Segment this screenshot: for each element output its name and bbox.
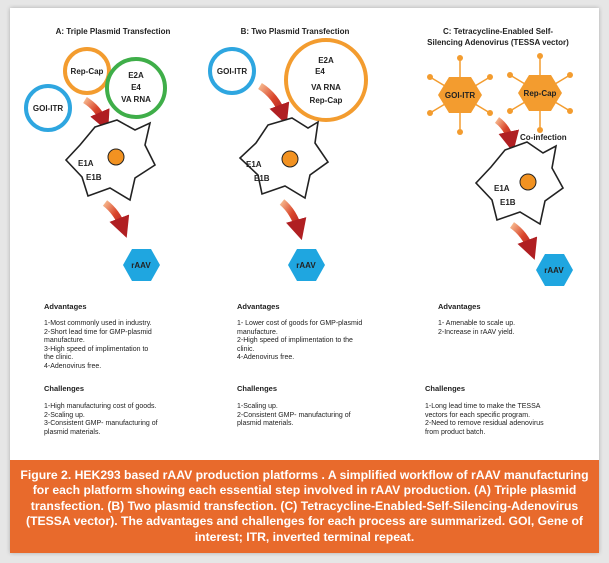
panel-b-repcap-label: Rep-Cap bbox=[310, 96, 343, 105]
panel-b-goi-label: GOI-ITR bbox=[217, 67, 247, 76]
panel-b-helper-plasmid: E2A E4 VA RNA Rep-Cap bbox=[284, 38, 368, 122]
list-item: 1- Amenable to scale up. bbox=[438, 320, 516, 327]
panel-c-title-line2: Silencing Adenovirus (TESSA vector) bbox=[427, 38, 569, 47]
list-item: 2-Scaling up. bbox=[44, 411, 85, 419]
list-item: vectors for each specific program. bbox=[425, 411, 531, 419]
list-item: 2-Need to remove residual adenovirus bbox=[425, 420, 544, 428]
panel-b-raav-label: rAAV bbox=[296, 261, 316, 270]
list-item: clinic. bbox=[237, 345, 255, 353]
panel-b-e4-label: E4 bbox=[315, 67, 325, 76]
panel-a-varna-label: VA RNA bbox=[121, 95, 151, 104]
panel-b-e1a-label: E1A bbox=[246, 160, 262, 169]
panel-a-challenges-list: 1-High manufacturing cost of goods. 2-Sc… bbox=[44, 403, 158, 437]
list-item: 3-High speed of implimentation to bbox=[44, 345, 149, 353]
list-item: manufacture. bbox=[237, 328, 278, 336]
panel-a-repcap-label: Rep-Cap bbox=[71, 67, 104, 76]
list-item: 1-Most commonly used in industry. bbox=[44, 320, 152, 327]
panel-c-goi-label: GOI-ITR bbox=[445, 91, 475, 100]
panel-a-challenges-title: Challenges bbox=[44, 384, 85, 393]
panel-a-e2a-label: E2A bbox=[128, 71, 144, 80]
list-item: 1- Lower cost of goods for GMP-plasmid bbox=[237, 320, 363, 327]
panel-c-title-line1: C: Tetracycline-Enabled Self- bbox=[443, 27, 553, 36]
list-item: 3-Consistent GMP- manufacturing of bbox=[44, 420, 158, 428]
list-item: plasmid materials. bbox=[44, 428, 101, 436]
list-item: 4-Adenovirus free. bbox=[237, 354, 295, 362]
panel-c-challenges-title: Challenges bbox=[425, 384, 466, 393]
panel-b-challenges-list: 1-Scaling up. 2-Consistent GMP- manufact… bbox=[237, 403, 351, 429]
panel-a-e1b-label: E1B bbox=[86, 173, 102, 182]
panel-c-advantages-title: Advantages bbox=[438, 302, 481, 311]
list-item: manufacture. bbox=[44, 337, 85, 345]
panel-b-challenges-title: Challenges bbox=[237, 384, 278, 393]
panel-c-e1b-label: E1B bbox=[500, 198, 516, 207]
panel-b-advantages-title: Advantages bbox=[237, 302, 280, 311]
panel-b-e1b-label: E1B bbox=[254, 174, 270, 183]
caption-text: Figure 2. HEK293 based rAAV production p… bbox=[20, 467, 589, 544]
panel-a-production-arrow bbox=[102, 200, 130, 238]
panel-c-coinfection-label: Co-infection bbox=[520, 133, 567, 142]
panel-c-goi-adenovirus: GOI-ITR bbox=[427, 55, 493, 135]
panel-a-raav-label: rAAV bbox=[131, 261, 151, 270]
panel-a-helper-plasmid: E2A E4 VA RNA bbox=[105, 57, 167, 119]
panel-b-transfection-arrow bbox=[258, 83, 290, 125]
list-item: 2-High speed of implimentation to the bbox=[237, 337, 353, 345]
panel-b-production-arrow bbox=[279, 199, 307, 241]
panel-b-nucleus bbox=[281, 150, 299, 168]
panel-a-title: A: Triple Plasmid Transfection bbox=[56, 27, 171, 36]
panel-a-advantages-list: 1-Most commonly used in industry. 2-Shor… bbox=[44, 320, 152, 372]
panel-c-repcap-label: Rep-Cap bbox=[524, 89, 557, 98]
panel-b-goi-plasmid: GOI-ITR bbox=[208, 47, 256, 95]
panel-b-advantages-list: 1- Lower cost of goods for GMP-plasmid m… bbox=[237, 320, 362, 363]
list-item: plasmid materials. bbox=[237, 420, 294, 428]
panel-c-coinfection-arrow bbox=[494, 117, 520, 153]
panel-b-title: B: Two Plasmid Transfection bbox=[241, 27, 350, 36]
panel-c-nucleus bbox=[519, 173, 537, 191]
panel-c-advantages-list: 1- Amenable to scale up. 2-Increase in r… bbox=[438, 320, 515, 337]
list-item: 2-Short lead time for GMP-plasmid bbox=[44, 328, 152, 336]
panel-a-e1a-label: E1A bbox=[78, 159, 94, 168]
panel-c-raav-product: rAAV bbox=[536, 254, 573, 286]
panel-a-raav-product: rAAV bbox=[123, 249, 160, 281]
panel-a-repcap-plasmid: Rep-Cap bbox=[63, 47, 111, 95]
panel-c-e1a-label: E1A bbox=[494, 184, 510, 193]
panel-b-hek293-cell: E1A E1B bbox=[238, 117, 330, 200]
panel-a-hek293-cell: E1A E1B bbox=[64, 119, 157, 202]
panel-c-production-arrow bbox=[509, 222, 538, 260]
list-item: from product batch. bbox=[425, 428, 486, 436]
panel-c-hek293-cell: E1A E1B bbox=[474, 141, 565, 226]
panel-a-goi-plasmid: GOI-ITR bbox=[24, 84, 72, 132]
list-item: 2-Consistent GMP- manufacturing of bbox=[237, 411, 351, 419]
panel-c-repcap-adenovirus: Rep-Cap bbox=[507, 53, 573, 133]
panel-a-advantages-title: Advantages bbox=[44, 302, 87, 311]
list-item: the clinic. bbox=[44, 354, 74, 362]
list-item: 4-Adenovirus free. bbox=[44, 362, 102, 370]
list-item: 2-Increase in rAAV yield. bbox=[438, 328, 515, 336]
panel-c-challenges-list: 1-Long lead time to make the TESSA vecto… bbox=[425, 403, 544, 437]
list-item: 1-Scaling up. bbox=[237, 403, 278, 410]
panel-a-e4-label: E4 bbox=[131, 83, 141, 92]
panel-a-nucleus bbox=[107, 148, 125, 166]
list-item: 1-Long lead time to make the TESSA bbox=[425, 403, 541, 410]
panel-a-transfection-arrow bbox=[83, 97, 110, 132]
panel-b-raav-product: rAAV bbox=[288, 249, 325, 281]
panel-a-goi-label: GOI-ITR bbox=[33, 104, 63, 113]
panel-b-e2a-label: E2A bbox=[318, 56, 334, 65]
panel-b-varna-label: VA RNA bbox=[311, 83, 341, 92]
figure-caption: Figure 2. HEK293 based rAAV production p… bbox=[10, 460, 599, 553]
list-item: 1-High manufacturing cost of goods. bbox=[44, 403, 157, 410]
panel-c-raav-label: rAAV bbox=[544, 266, 564, 275]
